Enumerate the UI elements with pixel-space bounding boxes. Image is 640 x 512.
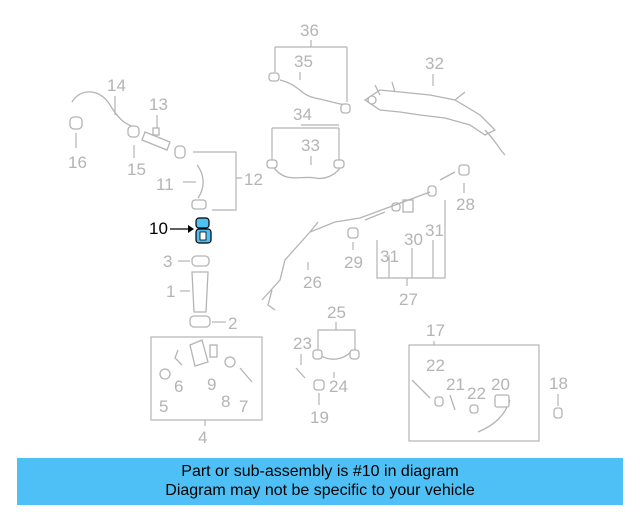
callout-36: 36 [300, 21, 319, 40]
callout-10: 10 [149, 219, 168, 238]
callout-3: 3 [163, 252, 172, 271]
callout-13: 13 [149, 95, 168, 114]
callout-22b: 22 [467, 384, 486, 403]
callout-25: 25 [327, 303, 346, 322]
callout-34: 34 [293, 105, 312, 124]
callout-4: 4 [198, 428, 207, 447]
callout-20: 20 [491, 375, 510, 394]
callout-9: 9 [207, 375, 216, 394]
callout-8: 8 [221, 392, 230, 411]
callout-21: 21 [446, 375, 465, 394]
parts-diagram: 36 35 32 14 13 34 33 16 15 11 12 28 10 3… [68, 21, 568, 447]
callout-15: 15 [127, 160, 146, 179]
callout-30: 30 [404, 230, 423, 249]
callout-33: 33 [301, 136, 320, 155]
banner-line-1: Part or sub-assembly is #10 in diagram [181, 463, 459, 480]
leader-lines [75, 40, 559, 442]
callout-26: 26 [303, 273, 322, 292]
callout-7: 7 [239, 397, 248, 416]
callout-1: 1 [166, 282, 175, 301]
part-10-highlighted [195, 217, 212, 244]
callout-32: 32 [425, 54, 444, 73]
callout-5: 5 [159, 397, 168, 416]
callout-23: 23 [293, 334, 312, 353]
callout-19: 19 [310, 408, 329, 427]
callout-35: 35 [294, 52, 313, 71]
callout-29: 29 [344, 253, 363, 272]
callout-18: 18 [549, 374, 568, 393]
part-drawings [69, 72, 563, 433]
callout-27: 27 [399, 290, 418, 309]
banner-line-2: Diagram may not be specific to your vehi… [165, 482, 475, 499]
callout-11: 11 [156, 175, 174, 194]
callout-6: 6 [174, 377, 183, 396]
callout-24: 24 [329, 377, 348, 396]
callout-12: 12 [244, 170, 263, 189]
info-banner: Part or sub-assembly is #10 in diagram D… [17, 458, 623, 505]
callout-28: 28 [456, 195, 475, 214]
callout-2: 2 [228, 314, 237, 333]
callout-31a: 31 [425, 221, 444, 240]
callout-17: 17 [426, 321, 445, 340]
callout-16: 16 [68, 153, 87, 172]
callout-22a: 22 [426, 356, 445, 375]
callout-14: 14 [107, 76, 126, 95]
